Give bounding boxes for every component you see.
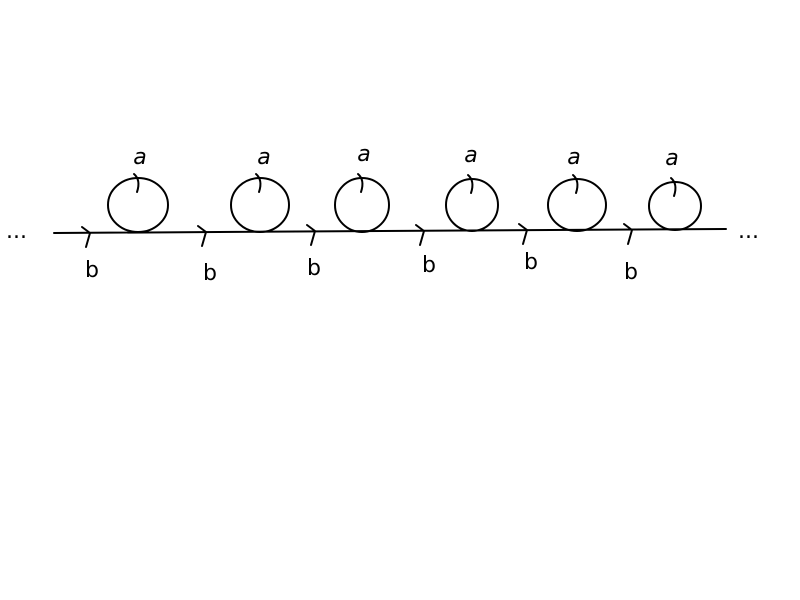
main-line bbox=[53, 228, 727, 234]
loop-arrow-3 bbox=[357, 173, 364, 193]
loop-label-a-4: a bbox=[464, 143, 477, 168]
edge-label-b-6: b bbox=[624, 260, 638, 285]
left-ellipsis: ... bbox=[6, 219, 27, 244]
loop-arrow-2 bbox=[255, 173, 262, 193]
loop-label-a-2: a bbox=[257, 145, 270, 170]
loop-arrow-5 bbox=[572, 174, 579, 194]
edge-label-b-5: b bbox=[524, 250, 538, 275]
diagram-marks: a a a a a a b b b b b b bbox=[81, 142, 702, 286]
loop-label-a-1: a bbox=[133, 145, 146, 170]
edge-label-b-4: b bbox=[422, 253, 436, 278]
loop-arrow-1 bbox=[133, 173, 140, 193]
loop-arrow-6 bbox=[670, 177, 677, 197]
loop-label-a-5: a bbox=[567, 145, 580, 170]
edge-arrow-6 bbox=[623, 223, 633, 245]
edge-arrow-1 bbox=[81, 226, 91, 248]
loop-label-a-6: a bbox=[665, 146, 678, 171]
edge-label-b-1: b bbox=[85, 258, 99, 283]
edge-arrow-2 bbox=[197, 225, 207, 247]
edge-label-b-3: b bbox=[307, 256, 321, 281]
loop-arrow-4 bbox=[467, 174, 474, 194]
edge-arrow-5 bbox=[518, 223, 528, 245]
edge-arrow-4 bbox=[415, 224, 425, 246]
edge-label-b-2: b bbox=[203, 261, 217, 286]
right-ellipsis: ... bbox=[738, 219, 759, 244]
loop-label-a-3: a bbox=[357, 142, 370, 167]
edge-arrow-3 bbox=[306, 224, 316, 246]
